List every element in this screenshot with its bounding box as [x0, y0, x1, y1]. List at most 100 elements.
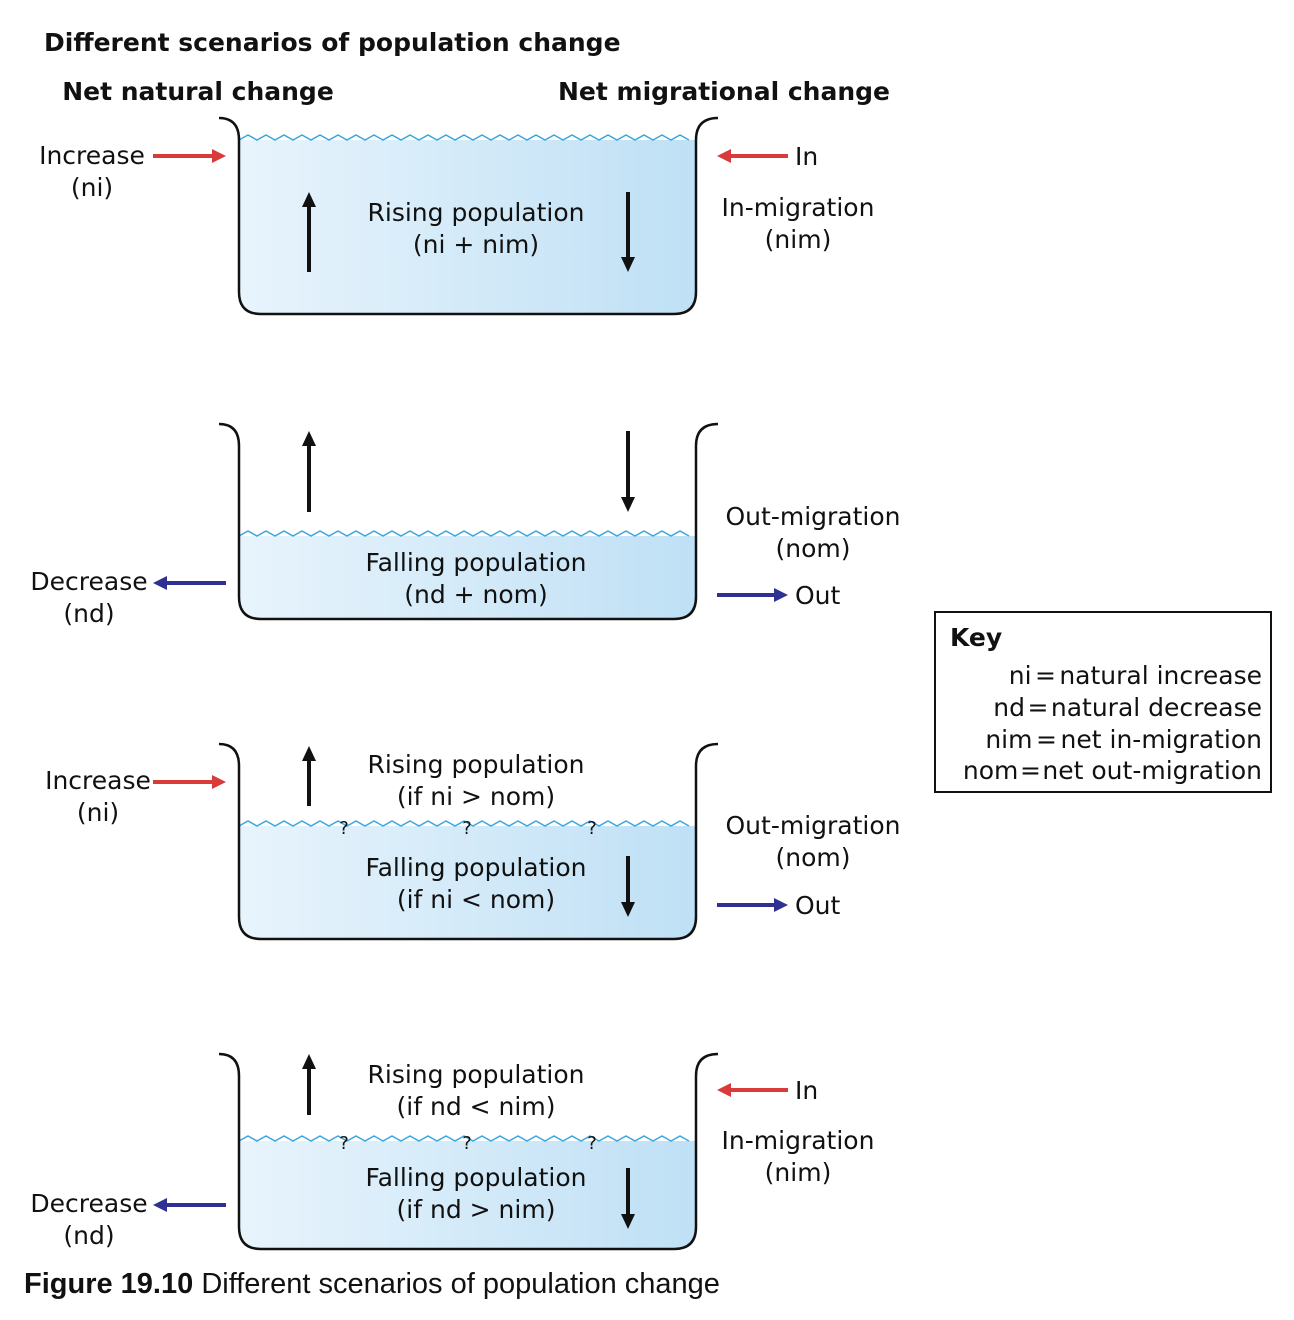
- natural-change-abbr: (nd): [63, 1221, 114, 1250]
- natural-change-abbr: (ni): [71, 173, 113, 202]
- arrow-left-icon: [153, 576, 226, 590]
- lower-outcome-label: Falling population: [366, 853, 587, 882]
- arrow-head: [302, 192, 316, 207]
- arrow-right-icon: [153, 775, 226, 789]
- migration-abbr: (nim): [765, 225, 832, 254]
- key-definition: net in-migration: [1060, 725, 1262, 754]
- down-arrow-icon: [621, 192, 635, 272]
- question-mark: ?: [462, 1133, 472, 1154]
- header-net-natural-change: Net natural change: [62, 77, 334, 106]
- arrow-right-icon: [153, 149, 226, 163]
- question-mark: ?: [339, 818, 349, 839]
- arrow-head: [212, 775, 226, 789]
- caption-text: Different scenarios of population change: [201, 1268, 720, 1300]
- key-row-ni: ni = natural increase: [936, 661, 1262, 690]
- lower-outcome-label: Falling population: [366, 548, 587, 577]
- question-mark: ?: [587, 818, 597, 839]
- migration-abbr: (nom): [776, 534, 851, 563]
- lower-outcome-condition: (ni + nim): [413, 230, 539, 259]
- migration-direction-word: Out: [795, 581, 841, 610]
- natural-change-abbr: (ni): [77, 798, 119, 827]
- arrow-head: [621, 902, 635, 917]
- key-row-nd: nd = natural decrease: [936, 693, 1262, 722]
- migration-label: Out-migration: [726, 502, 901, 531]
- header-net-migrational-change: Net migrational change: [558, 77, 890, 106]
- up-arrow-icon: [302, 1054, 316, 1115]
- key-abbr: nd: [993, 693, 1025, 722]
- tank-outline: [218, 1052, 719, 1251]
- key-equals: =: [1019, 756, 1041, 785]
- arrow-head: [302, 746, 316, 761]
- key-equals: =: [1027, 693, 1049, 722]
- figure-caption: Figure 19.10 Different scenarios of popu…: [24, 1268, 720, 1301]
- key-equals: =: [1036, 725, 1057, 754]
- lower-outcome-label: Falling population: [366, 1163, 587, 1192]
- natural-change-label: Decrease: [30, 567, 147, 596]
- up-arrow-icon: [302, 192, 316, 272]
- arrow-head: [153, 576, 167, 590]
- lower-outcome-label: Rising population: [368, 198, 585, 227]
- arrow-head: [302, 431, 316, 446]
- arrow-head: [717, 1083, 731, 1097]
- upper-outcome-condition: (if nd < nim): [397, 1092, 556, 1121]
- upper-outcome-condition: (if ni > nom): [397, 782, 555, 811]
- scenario-2: Decrease (nd) Out Out-migration (nom) Falling…: [30, 422, 901, 628]
- down-arrow-icon: [621, 1168, 635, 1229]
- natural-change-label: Increase: [45, 766, 151, 795]
- water-surface-wave: [238, 820, 690, 827]
- migration-label: Out-migration: [726, 811, 901, 840]
- arrow-left-icon: [717, 1083, 788, 1097]
- water-body: [239, 140, 696, 314]
- water-body: [239, 1141, 696, 1249]
- arrow-head: [621, 257, 635, 272]
- arrow-left-icon: [717, 149, 788, 163]
- key-abbr: nim: [985, 725, 1033, 754]
- tank-outline: [218, 422, 719, 621]
- arrow-head: [621, 497, 635, 512]
- natural-change-abbr: (nd): [63, 599, 114, 628]
- migration-label: In-migration: [722, 1126, 875, 1155]
- up-arrow-icon: [302, 431, 316, 512]
- key-equals: =: [1034, 661, 1056, 690]
- key-definition: net out-migration: [1042, 756, 1262, 785]
- migration-direction-word: Out: [795, 891, 841, 920]
- up-arrow-icon: [302, 746, 316, 806]
- migration-label: In-migration: [722, 193, 875, 222]
- migration-direction-word: In: [795, 1076, 818, 1105]
- tank-outline: [218, 742, 719, 941]
- natural-change-label: Increase: [39, 141, 145, 170]
- question-mark: ?: [587, 1133, 597, 1154]
- upper-outcome-label: Rising population: [368, 1060, 585, 1089]
- down-arrow-icon: [621, 856, 635, 917]
- key-definition: natural decrease: [1050, 693, 1262, 722]
- lower-outcome-condition: (if nd > nim): [397, 1195, 556, 1224]
- arrow-right-icon: [717, 588, 788, 602]
- tank-outline: [218, 116, 719, 316]
- migration-abbr: (nom): [776, 843, 851, 872]
- upper-outcome-label: Rising population: [368, 750, 585, 779]
- key-row-nom: nom = net out-migration: [936, 756, 1262, 785]
- natural-change-label: Decrease: [30, 1189, 147, 1218]
- caption-label: Figure 19.10: [24, 1268, 194, 1300]
- water-body: [239, 826, 696, 939]
- arrow-head: [302, 1054, 316, 1069]
- arrow-head: [774, 898, 788, 912]
- key-box: Key ni = natural increase nd = natural d…: [934, 611, 1272, 793]
- water-surface-wave: [238, 1135, 690, 1142]
- arrow-head: [621, 1214, 635, 1229]
- diagram-title: Different scenarios of population change: [44, 28, 621, 57]
- water-body: [239, 536, 696, 619]
- key-title: Key: [950, 623, 1003, 652]
- water-surface-wave: [238, 134, 690, 141]
- scenario-3: Increase (ni) Out Out-migration (nom) Rising …: [45, 742, 901, 941]
- question-mark: ?: [462, 818, 472, 839]
- arrow-right-icon: [717, 898, 788, 912]
- arrow-head: [212, 149, 226, 163]
- arrow-head: [774, 588, 788, 602]
- question-mark: ?: [339, 1133, 349, 1154]
- migration-abbr: (nim): [765, 1158, 832, 1187]
